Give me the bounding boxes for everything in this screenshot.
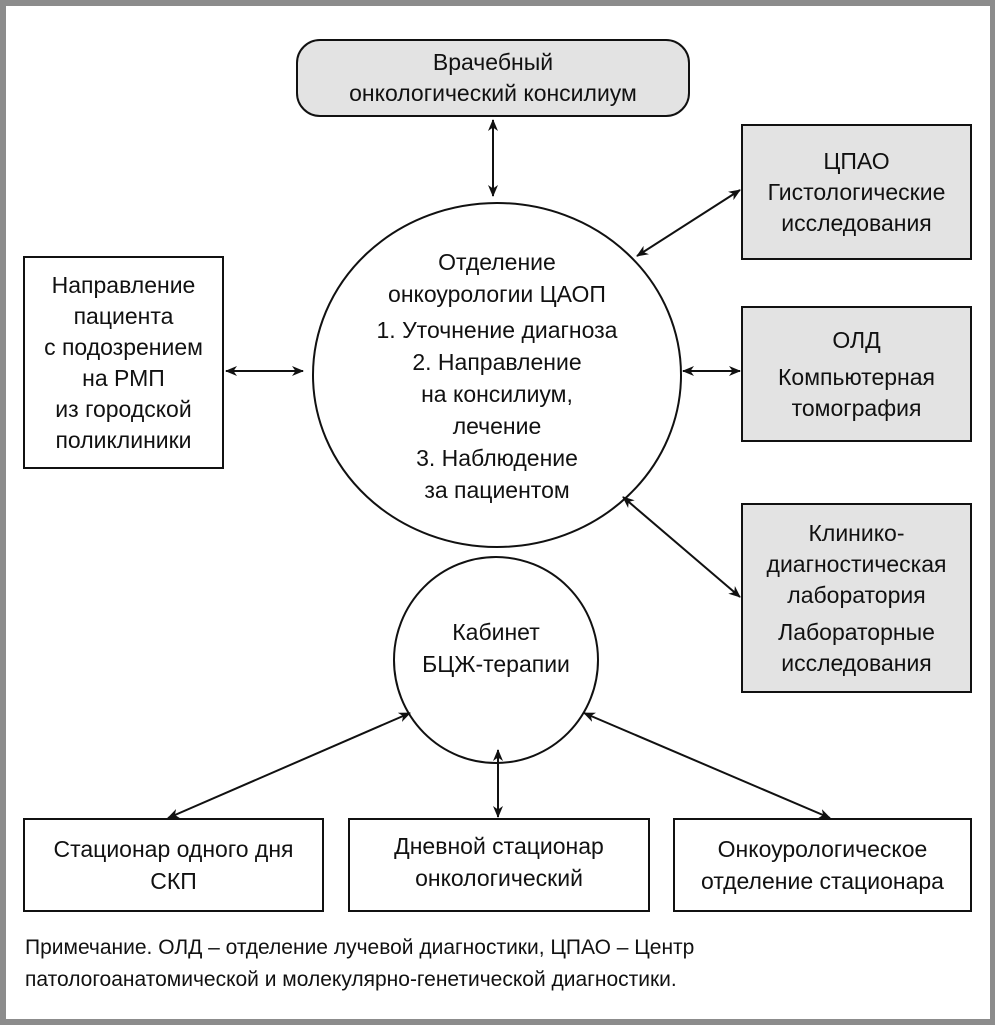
center-item-2: 2. Направление bbox=[412, 349, 582, 375]
arrow-lab-center bbox=[622, 496, 741, 598]
referral-line-5: из городской bbox=[55, 395, 192, 422]
oncology-day-stationary-box: Дневной стационар онкологический bbox=[348, 818, 650, 912]
lab-title-3: лаборатория bbox=[787, 581, 926, 608]
note-line-1: Примечание. ОЛД – отделение лучевой диаг… bbox=[25, 936, 695, 959]
center-title-2: онкоурологии ЦАОП bbox=[388, 281, 606, 307]
center-department-circle bbox=[312, 202, 682, 548]
figure-note: Примечание. ОЛД – отделение лучевой диаг… bbox=[25, 932, 975, 996]
cpao-line-2: исследования bbox=[781, 209, 932, 236]
cpao-box: ЦПАО Гистологические исследования bbox=[741, 124, 972, 260]
arrow-bcg-dayclinic bbox=[167, 712, 411, 819]
oncourology-inpatient-box: Онкоурологическое отделение стационара bbox=[673, 818, 972, 912]
council-line-1: Врачебный bbox=[432, 49, 554, 75]
center-item-6: за пациентом bbox=[424, 477, 570, 503]
arrow-bcg-inpatient bbox=[583, 712, 831, 819]
center-item-3: на консилиум, bbox=[421, 381, 573, 407]
note-line-2: патологоанатомической и молекулярно-гене… bbox=[25, 968, 677, 991]
patient-referral-box: Направление пациента с подозрением на РМ… bbox=[23, 256, 224, 469]
referral-line-3: с подозрением bbox=[44, 333, 203, 360]
oncology-council-box: Врачебный онкологический консилиум bbox=[296, 39, 690, 117]
lab-box: Клинико- диагностическая лаборатория Лаб… bbox=[741, 503, 972, 693]
lab-line-1: Лабораторные bbox=[778, 618, 935, 645]
center-title-1: Отделение bbox=[438, 249, 556, 275]
bcg-line-2: БЦЖ-терапии bbox=[422, 651, 570, 677]
lab-title-1: Клинико- bbox=[808, 519, 905, 546]
day-hospital-line-1: Стационар одного дня bbox=[53, 836, 294, 862]
arrow-cpao-center bbox=[636, 189, 741, 257]
bcg-therapy-text: Кабинет БЦЖ-терапии bbox=[396, 616, 596, 680]
cpao-title: ЦПАО bbox=[823, 147, 890, 174]
old-box: ОЛД Компьютерная томография bbox=[741, 306, 972, 442]
lab-line-2: исследования bbox=[781, 649, 932, 676]
referral-line-4: на РМП bbox=[82, 364, 165, 391]
lab-title-2: диагностическая bbox=[766, 550, 947, 577]
referral-line-1: Направление bbox=[51, 271, 196, 298]
day-stationary-line-1: Дневной стационар bbox=[394, 833, 604, 859]
referral-line-6: поликлиники bbox=[55, 426, 192, 453]
old-title: ОЛД bbox=[832, 326, 881, 353]
old-line-2: томография bbox=[791, 394, 922, 421]
council-line-2: онкологический консилиум bbox=[349, 80, 637, 106]
day-hospital-skp-box: Стационар одного дня СКП bbox=[23, 818, 324, 912]
cpao-line-1: Гистологические bbox=[767, 178, 946, 205]
center-item-1: 1. Уточнение диагноза bbox=[376, 317, 618, 343]
old-line-1: Компьютерная bbox=[778, 363, 935, 390]
center-item-4: лечение bbox=[452, 413, 542, 439]
referral-line-2: пациента bbox=[73, 302, 174, 329]
center-department-text: Отделение онкоурологии ЦАОП 1. Уточнение… bbox=[317, 246, 677, 506]
bcg-line-1: Кабинет bbox=[452, 619, 540, 645]
inpatient-line-1: Онкоурологическое bbox=[717, 836, 928, 862]
center-item-5: 3. Наблюдение bbox=[416, 445, 578, 471]
day-hospital-line-2: СКП bbox=[150, 868, 197, 894]
inpatient-line-2: отделение стационара bbox=[701, 868, 944, 894]
day-stationary-line-2: онкологический bbox=[415, 865, 583, 891]
